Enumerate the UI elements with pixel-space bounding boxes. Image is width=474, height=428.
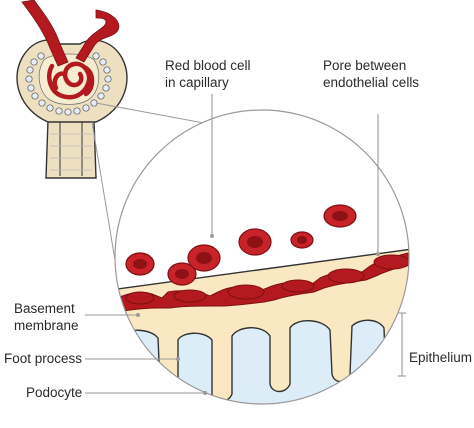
label-podocyte: Podocyte: [26, 385, 82, 400]
capsule-epithelial-cells: [25, 52, 112, 116]
renal-corpuscle-illustration: [16, 0, 128, 179]
red-blood-cell: [187, 244, 221, 272]
pointer-dots: [136, 234, 380, 395]
efferent-arteriole: [75, 9, 120, 63]
red-blood-cell: [290, 231, 314, 249]
label-basement-line1: Basement: [14, 301, 75, 316]
red-blood-cells: [125, 204, 357, 286]
red-blood-cell: [238, 228, 272, 256]
label-pore-line1: Pore between: [323, 58, 406, 73]
magnified-view: [114, 109, 410, 405]
label-basement-line2: membrane: [14, 318, 79, 333]
label-red-blood-cell-line1: Red blood cell: [165, 58, 251, 73]
red-blood-cell: [167, 262, 197, 286]
label-red-blood-cell-line2: in capillary: [165, 75, 229, 90]
label-epithelium: Epithelium: [409, 350, 472, 365]
label-pointers: [85, 94, 406, 394]
red-blood-cell: [323, 204, 357, 228]
glomerular-capillary-loops: [47, 61, 95, 100]
endothelial-cells: [125, 254, 409, 305]
afferent-arteriole: [21, 0, 69, 67]
label-foot-process: Foot process: [4, 351, 82, 366]
label-pore-line2: endothelial cells: [323, 75, 419, 90]
red-blood-cell: [125, 252, 155, 276]
